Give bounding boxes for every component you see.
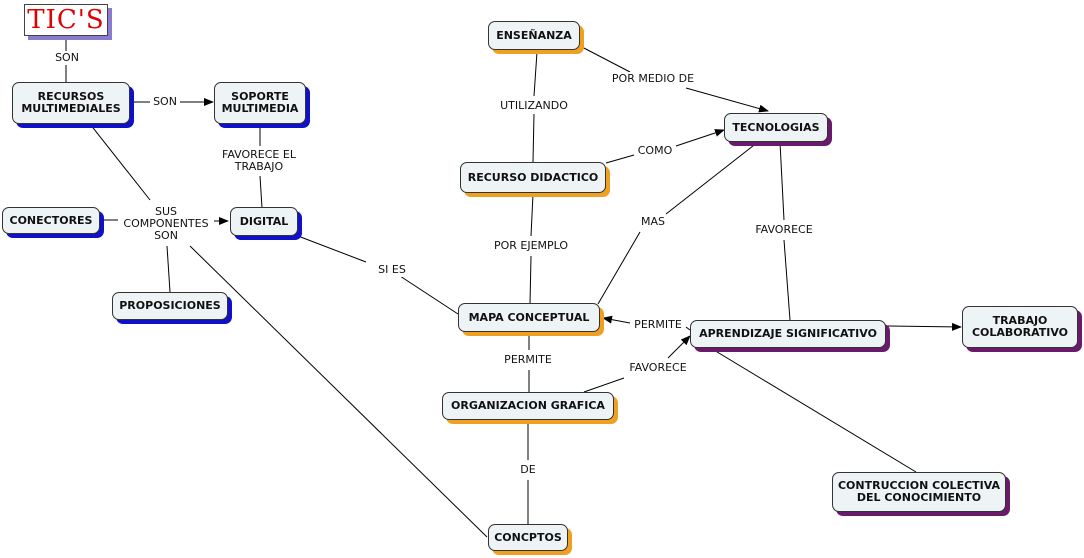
label-permite-mapa: PERMITE xyxy=(632,318,684,332)
node-organizacion-grafica[interactable]: ORGANIZACION GRAFICA xyxy=(442,392,614,420)
label-favorece-trabajo: FAVORECE EL TRABAJO xyxy=(220,148,298,174)
node-soporte-multimedia[interactable]: SOPORTE MULTIMEDIA xyxy=(214,82,306,124)
label-sus-componentes: SUS COMPONENTES SON xyxy=(121,205,211,243)
label-son-mid: SON xyxy=(151,95,179,109)
label-por-ejemplo: POR EJEMPLO xyxy=(491,239,571,253)
node-contruccion-colectiva[interactable]: CONTRUCCION COLECTIVA DEL CONOCIMIENTO xyxy=(832,472,1006,512)
label-utilizando: UTILIZANDO xyxy=(498,99,570,113)
node-tecnologias[interactable]: TECNOLOGIAS xyxy=(724,113,828,142)
node-conectores[interactable]: CONECTORES xyxy=(2,207,100,234)
label-permite-organizacion: PERMITE xyxy=(502,353,554,367)
node-recurso-didactico[interactable]: RECURSO DIDACTICO xyxy=(460,162,606,193)
label-como: COMO xyxy=(635,144,675,158)
label-mas: MAS xyxy=(639,215,667,229)
node-concptos[interactable]: CONCPTOS xyxy=(488,524,568,551)
node-proposiciones[interactable]: PROPOSICIONES xyxy=(112,292,228,320)
node-ensenanza[interactable]: ENSEÑANZA xyxy=(488,21,580,50)
label-por-medio-de: POR MEDIO DE xyxy=(609,72,697,86)
node-recursos-multimediales[interactable]: RECURSOS MULTIMEDIALES xyxy=(12,82,130,124)
node-trabajo-colaborativo[interactable]: TRABAJO COLABORATIVO xyxy=(962,306,1078,348)
tics-title: TIC'S xyxy=(24,4,108,36)
label-son-top: SON xyxy=(53,51,81,65)
node-mapa-conceptual[interactable]: MAPA CONCEPTUAL xyxy=(458,303,600,332)
node-digital[interactable]: DIGITAL xyxy=(230,207,298,236)
node-aprendizaje-significativo[interactable]: APRENDIZAJE SIGNIFICATIVO xyxy=(690,320,886,348)
label-de: DE xyxy=(518,463,538,477)
label-si-es: SI ES xyxy=(376,263,408,277)
label-favorece-organizacion: FAVORECE xyxy=(627,361,689,375)
label-favorece-tecnologias: FAVORECE xyxy=(753,223,815,237)
